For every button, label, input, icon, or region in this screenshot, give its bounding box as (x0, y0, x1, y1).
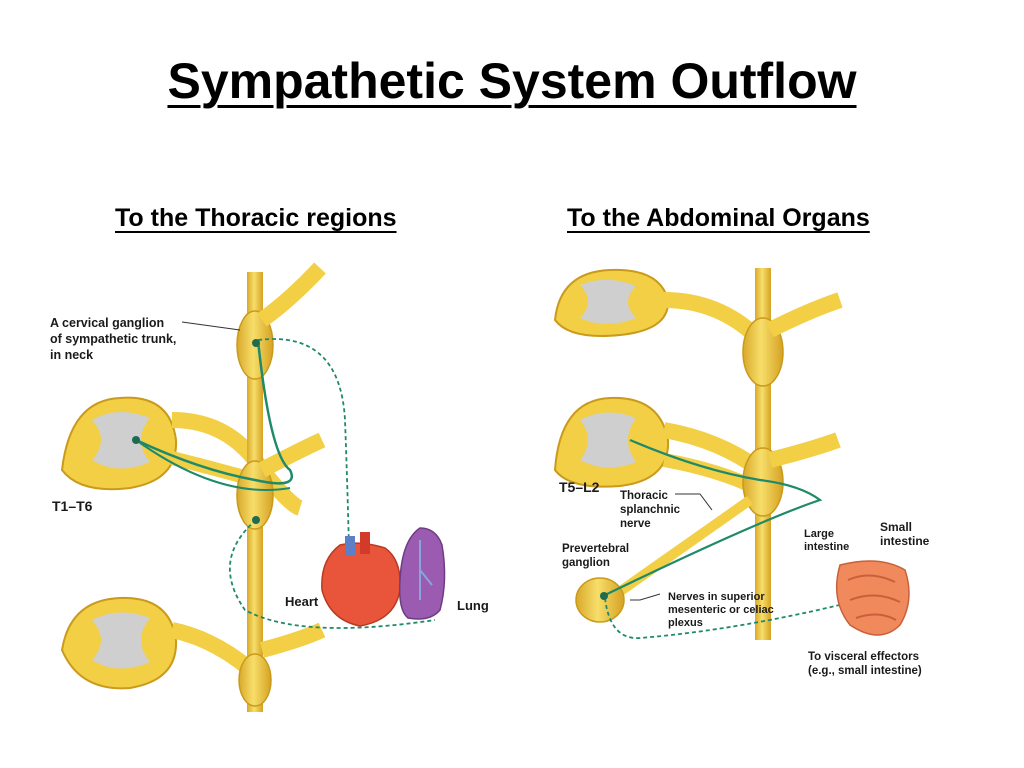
lung-label: Lung (457, 598, 489, 613)
plexus-leader-line (630, 593, 661, 601)
plexus-label: Nerves in superior mesenteric or celiac … (668, 591, 777, 629)
cell-body-dot (132, 436, 140, 444)
postganglionic-fiber-intestine (604, 597, 861, 639)
synapse-dot-cervical (252, 339, 260, 347)
spinal-cord-upper-right (553, 268, 766, 346)
left-figure (60, 262, 446, 712)
large-intestine-label: Large intestine (804, 528, 849, 553)
preganglionic-fiber-left (135, 339, 293, 485)
segment-label-t1-t6: T1–T6 (52, 498, 93, 514)
spinal-cord-lower-left (60, 596, 268, 690)
subtitle-abdominal: To the Abdominal Organs (567, 204, 870, 232)
segment-label-t5-l2: T5–L2 (559, 479, 600, 495)
preganglionic-fiber-right (604, 438, 823, 596)
ganglion-leader-line (181, 321, 241, 331)
sympathetic-trunk-right (742, 268, 843, 640)
right-figure (553, 268, 910, 640)
slide-title: Sympathetic System Outflow (167, 53, 857, 109)
postganglionic-fiber-lung (229, 519, 436, 629)
synapse-dot-thoracic (252, 516, 260, 524)
prevertebral-label: Prevertebral ganglion (562, 543, 632, 569)
sympathetic-trunk-left (236, 262, 326, 712)
subtitle-thoracic: To the Thoracic regions (115, 204, 397, 232)
heart-organ (321, 532, 401, 627)
visceral-effectors-label: To visceral effectors (e.g., small intes… (808, 651, 922, 677)
lung-organ (398, 527, 446, 620)
synapse-dot-prevertebral (600, 592, 608, 600)
small-intestine-label: Small intestine (880, 520, 930, 548)
splanchnic-leader-line (675, 493, 713, 511)
preganglionic-fiber-branch (135, 439, 291, 491)
splanchnic-label: Thoracic splanchnic nerve (620, 490, 683, 530)
heart-label: Heart (285, 594, 319, 609)
prevertebral-ganglion (575, 577, 625, 623)
spinal-cord-lower-right (553, 396, 765, 497)
ganglion-label: A cervical ganglion of sympathetic trunk… (50, 316, 180, 362)
intestine-organ (835, 560, 910, 636)
